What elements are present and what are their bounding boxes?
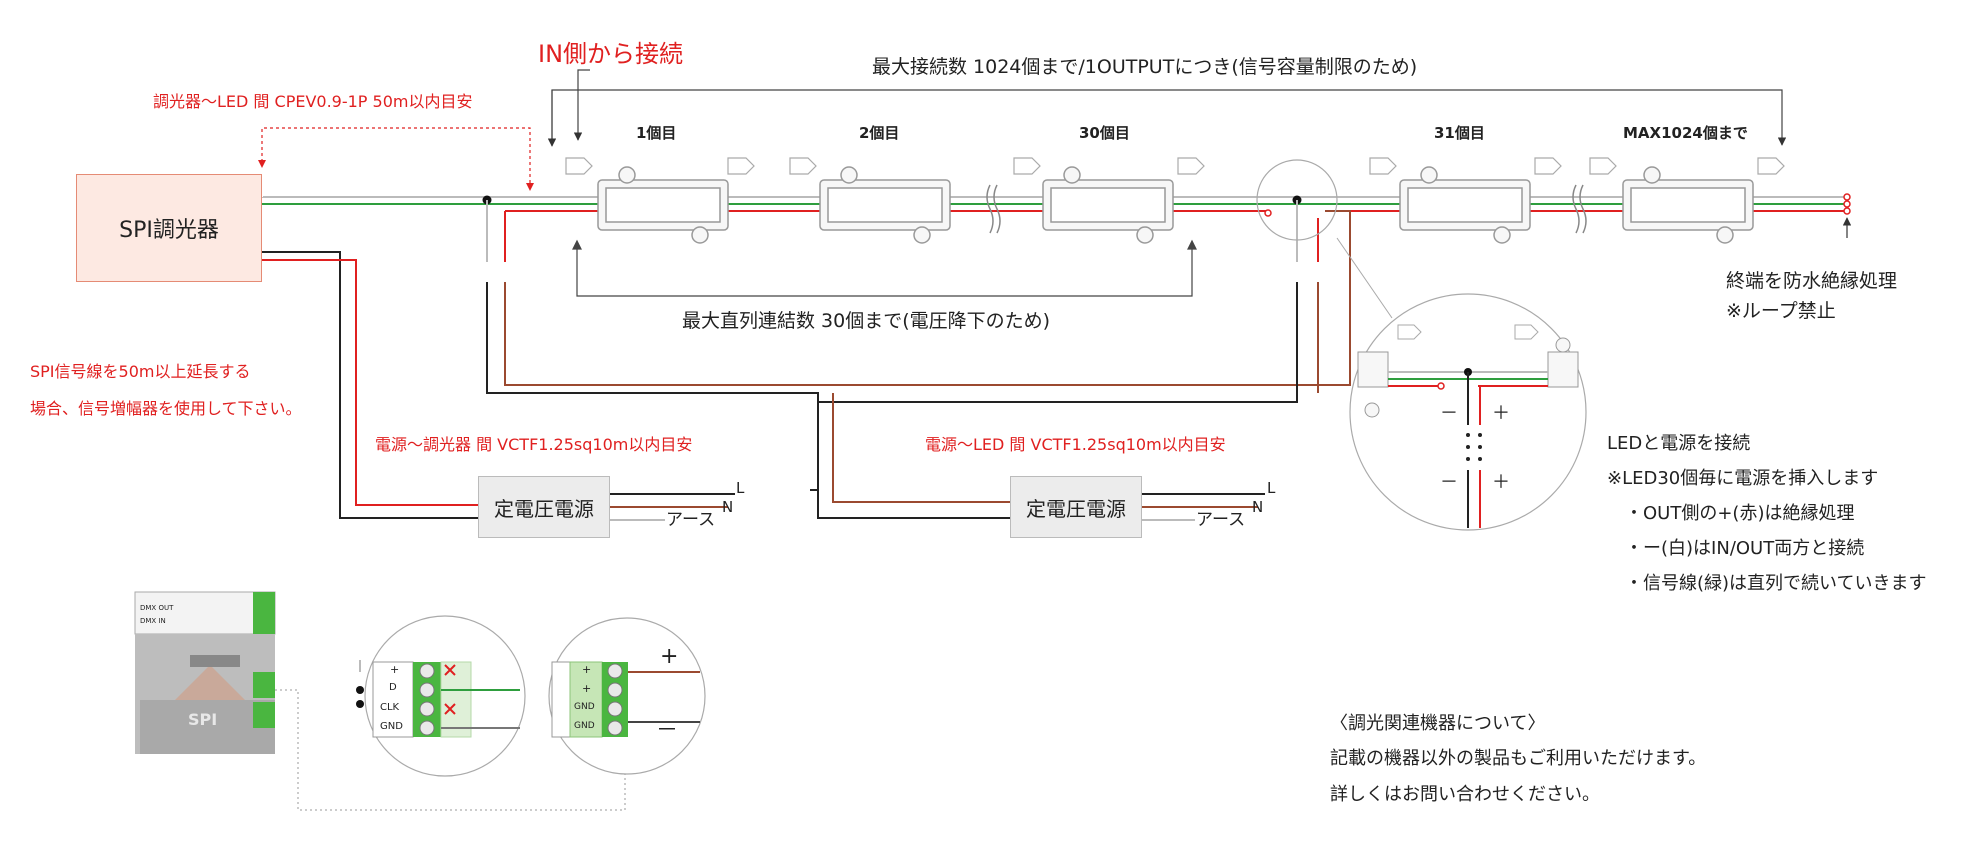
controller-power-wires [261, 176, 478, 519]
device-logo: SPI [188, 710, 218, 729]
extension-note-line1: SPI信号線を50m以上延長する [30, 362, 251, 381]
notes-title: LEDと電源を接続 [1607, 433, 1751, 454]
psu1-N: N [722, 498, 734, 516]
spi-controller-label: SPI調光器 [119, 218, 219, 243]
term1-gnd: GND [380, 721, 403, 732]
zoom-minus-bottom: － [1440, 472, 1458, 493]
zoom-detail [1256, 159, 1587, 531]
module-1-label: 1個目 [636, 124, 677, 142]
zoom-minus-top: － [1440, 403, 1458, 424]
cable-spec-label: 調光器～LED 間 CPEV0.9-1P 50m以内目安 [153, 92, 473, 111]
dmx-in-label: DMX IN [140, 617, 166, 625]
psu1-box: 定電圧電源 [478, 476, 610, 538]
notes-line3: ・ー(白)はIN/OUT両方と接続 [1625, 538, 1865, 559]
terminal-zoom-1 [356, 615, 526, 777]
zoom-plus-top: ＋ [1492, 403, 1510, 424]
related-line2: 詳しくはお問い合わせください。 [1330, 784, 1600, 805]
psu2-label: 定電圧電源 [1026, 496, 1126, 521]
led-modules [597, 166, 1754, 244]
psu1-L: L [736, 479, 745, 497]
term1-clk: CLK [380, 702, 400, 713]
term2-gnd2: GND [574, 721, 595, 731]
in-side-arrow [573, 69, 590, 141]
termination-points [1264, 193, 1851, 217]
term2-plus1: + [582, 663, 592, 676]
term2-plus2: + [582, 682, 592, 695]
psu2-box: 定電圧電源 [1010, 476, 1142, 538]
dmx-out-label: DMX OUT [140, 604, 174, 612]
termination-line1: 終端を防水絶縁処理 [1726, 270, 1898, 292]
terminal-zoom-2 [548, 617, 706, 775]
psu2-earth: アース [1196, 510, 1246, 530]
polarity-plus: + [660, 644, 679, 669]
psu1-label: 定電圧電源 [494, 496, 594, 521]
controller-device [134, 591, 626, 811]
term2-gnd1: GND [574, 702, 595, 712]
psu1-cable-label: 電源～調光器 間 VCTF1.25sq10m以内目安 [375, 435, 693, 454]
module-30-label: 30個目 [1079, 124, 1130, 142]
module-31-label: 31個目 [1434, 124, 1485, 142]
notes-line2: ・OUT側の+(赤)は絶縁処理 [1625, 503, 1855, 524]
zoom-plus-bottom: ＋ [1492, 472, 1510, 493]
module-2-label: 2個目 [859, 124, 900, 142]
termination-line2: ※ループ禁止 [1726, 300, 1836, 322]
term1-d: D [389, 682, 397, 693]
psu-output-wires [610, 493, 1265, 521]
spi-controller-box: SPI調光器 [76, 174, 262, 282]
in-side-label: IN側から接続 [538, 40, 684, 68]
term1-plus: + [390, 663, 400, 676]
notes-line1: ※LED30個毎に電源を挿入します [1607, 468, 1879, 489]
psu2-L: L [1267, 479, 1276, 497]
psu2-N: N [1252, 498, 1264, 516]
related-title: 〈調光関連機器について〉 [1330, 713, 1546, 734]
break-marks [986, 184, 1587, 234]
notes-line4: ・信号線(緑)は直列で続いていきます [1625, 573, 1927, 594]
polarity-minus: － [656, 718, 679, 743]
power-drops [486, 200, 1351, 519]
series-limit-bracket [572, 239, 1197, 297]
psu2-cable-label: 電源～LED 間 VCTF1.25sq10m以内目安 [925, 435, 1226, 454]
module-max-label: MAX1024個まで [1623, 124, 1748, 142]
cable-spec-bracket [258, 127, 534, 191]
psu1-earth: アース [666, 510, 716, 530]
max-connection-bracket [547, 89, 1787, 147]
series-limit-label: 最大直列連結数 30個まで(電圧降下のため) [682, 310, 1051, 332]
max-connections-label: 最大接続数 1024個まで/1OUTPUTにつき(信号容量制限のため) [872, 56, 1418, 78]
extension-note-line2: 場合、信号増幅器を使用して下さい。 [30, 399, 302, 418]
in-out-tags [565, 157, 1785, 175]
related-line1: 記載の機器以外の製品もご利用いただけます。 [1330, 748, 1707, 769]
